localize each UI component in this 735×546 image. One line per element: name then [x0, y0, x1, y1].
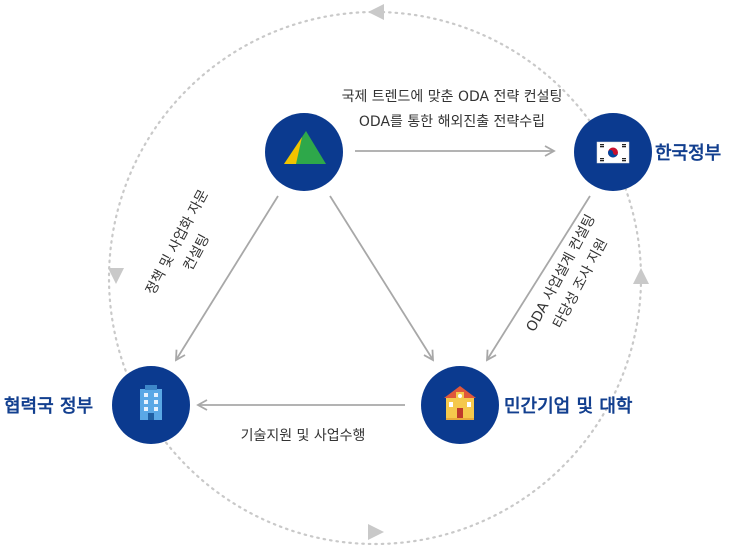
node-korea-label: 한국정부 [655, 143, 721, 164]
cycle-arrow-left [108, 268, 124, 284]
node-korea [574, 113, 652, 191]
cycle-arrow-bottom [368, 524, 384, 540]
node-partner [112, 366, 190, 444]
green-triangle-logo-icon [284, 131, 326, 164]
node-private-label: 민간기업 및 대학 [504, 395, 633, 417]
korean-flag-icon [596, 141, 630, 164]
label-private-to-partner: 기술지원 및 사업수행 [241, 428, 366, 444]
node-partner-label: 협력국 정부 [4, 395, 93, 417]
label-top-to-korea-line2: ODA를 통한 해외진출 전략수립 [359, 114, 545, 130]
arrow-top-to-private [329, 195, 434, 362]
cycle-arrow-top [368, 4, 384, 20]
node-private [421, 366, 499, 444]
university-icon [444, 386, 476, 420]
building-icon [140, 385, 162, 420]
arrow-top-to-partner [175, 195, 279, 362]
arrow-korea-to-private [486, 195, 591, 362]
label-top-to-korea-line1: 국제 트렌드에 맞춘 ODA 전략 컨설팅 [342, 89, 563, 105]
node-top [265, 113, 343, 191]
cycle-arrow-right [633, 268, 649, 284]
